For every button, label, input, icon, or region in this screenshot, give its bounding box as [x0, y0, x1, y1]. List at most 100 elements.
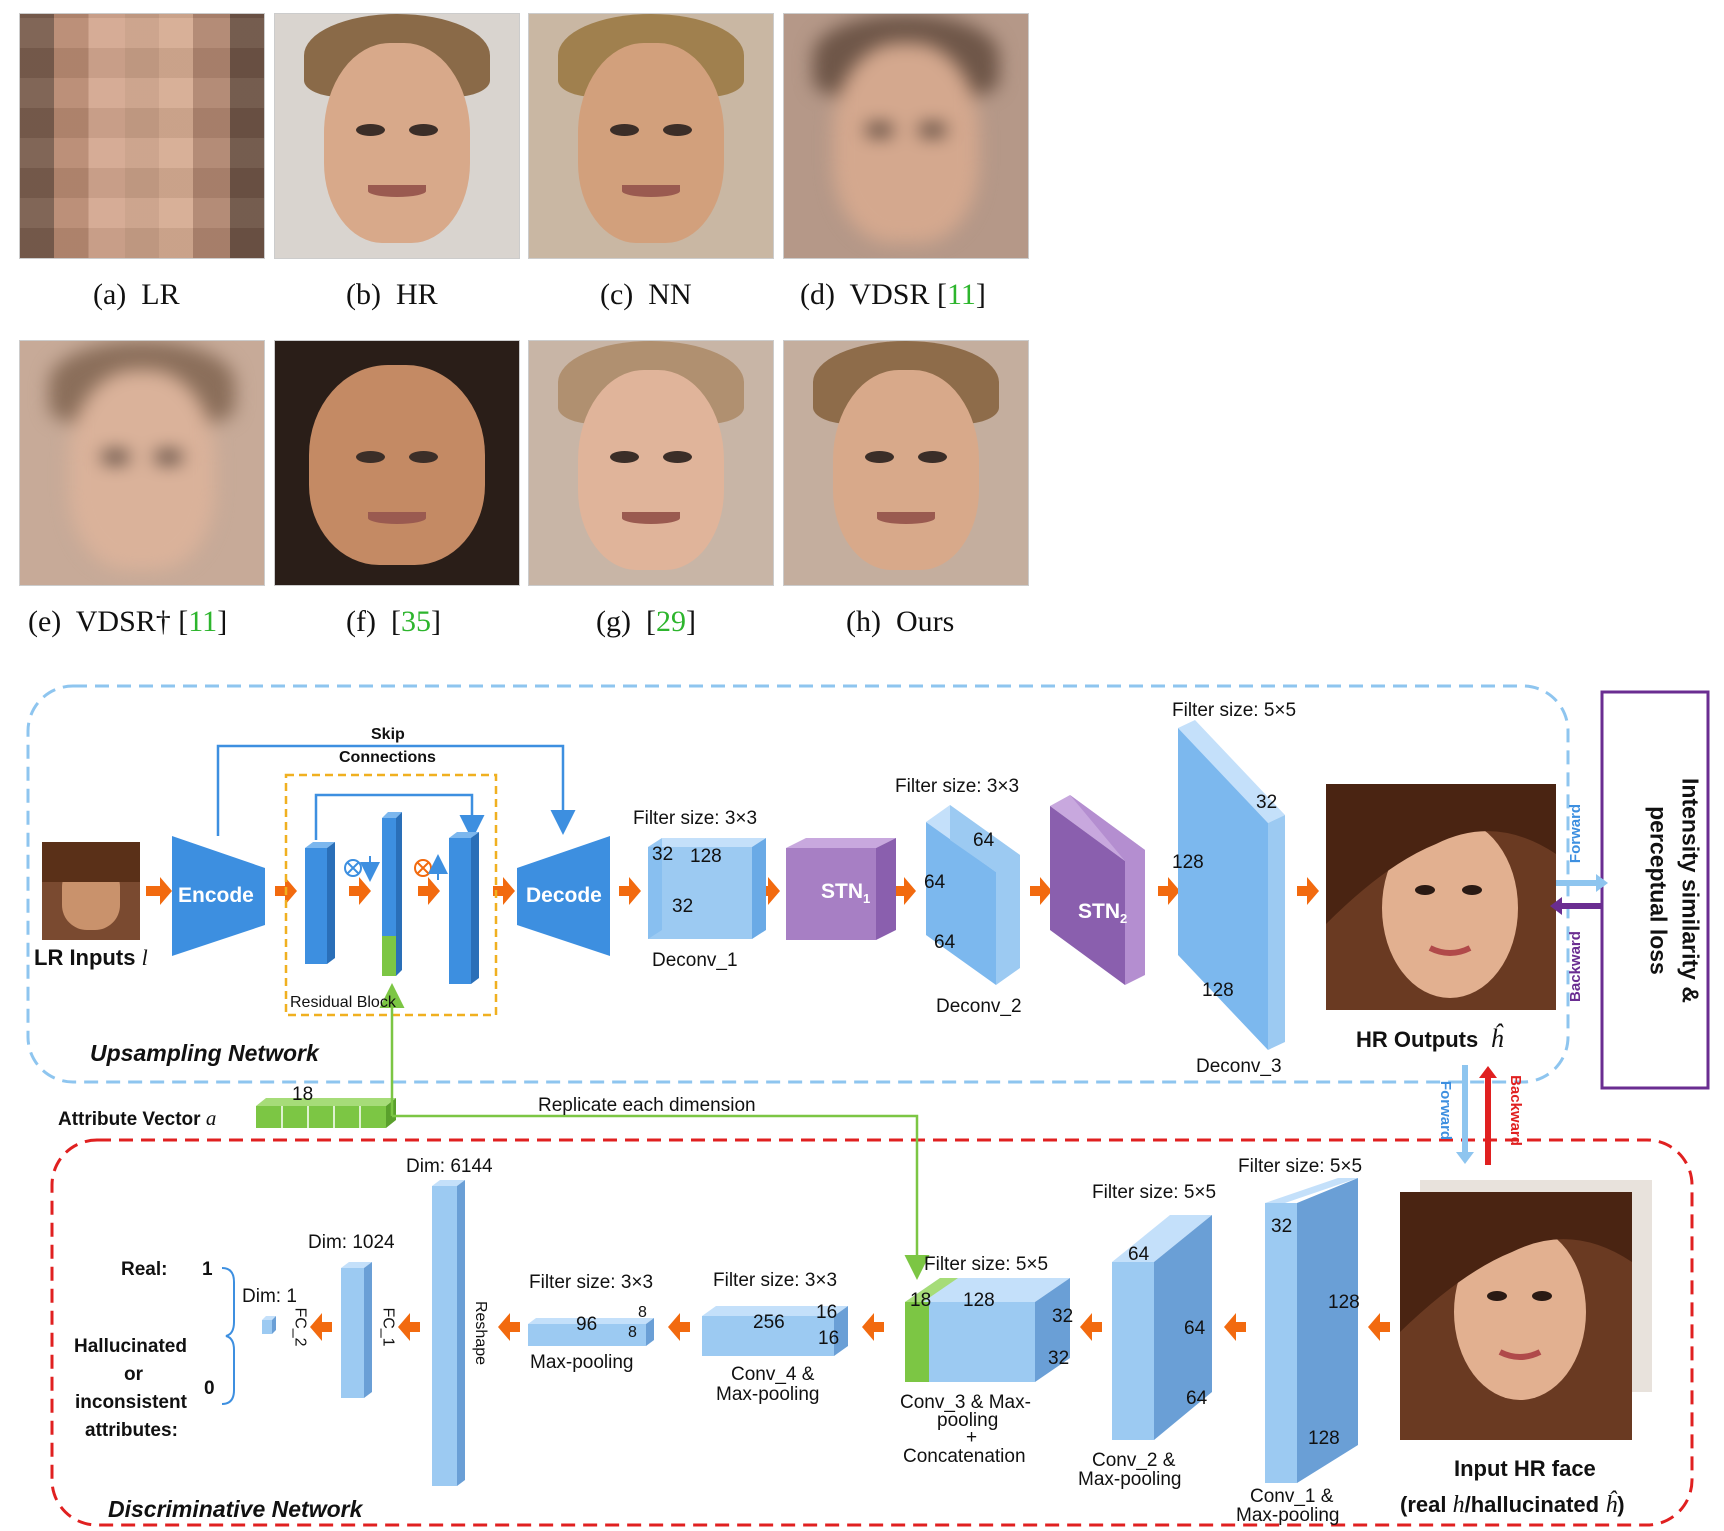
loss-box: [1600, 690, 1710, 1090]
conv3-dim0: 18: [910, 1290, 932, 1311]
stn1-block: [786, 838, 896, 940]
fake-label-1: Hallucinated: [74, 1336, 187, 1357]
conv3-name-4: Concatenation: [903, 1446, 1026, 1467]
attribute-vector-block: [256, 1098, 396, 1128]
caption-b: (b) HR: [346, 278, 438, 311]
replicate-label: Replicate each dimension: [538, 1095, 756, 1116]
conv1-name-2: Max-pooling: [1236, 1505, 1340, 1526]
deconv3-name: Deconv_3: [1196, 1056, 1282, 1077]
reshape-dim: Dim: 6144: [406, 1156, 493, 1177]
residual-conv-2: [382, 812, 402, 976]
deconv1-filter: Filter size: 3×3: [633, 808, 758, 829]
hr-output-image: [1326, 784, 1556, 1010]
stn1-label: STN1: [821, 880, 871, 907]
conv1-filter: Filter size: 5×5: [1238, 1156, 1363, 1177]
maxpool-dim1: 96: [576, 1314, 598, 1335]
deconv2-name: Deconv_2: [936, 996, 1022, 1017]
stn2-label: STN2: [1078, 900, 1128, 927]
deconv2-dim3: 64: [934, 932, 956, 953]
discriminative-border: [50, 1138, 1694, 1527]
deconv1-dim3: 32: [672, 896, 694, 917]
fake-label-4: attributes:: [85, 1420, 178, 1441]
real-value: 1: [202, 1259, 213, 1280]
deconv2-dim1: 64: [973, 830, 995, 851]
input-hr-face-image: [1400, 1180, 1652, 1440]
conv2-block: [1112, 1215, 1212, 1440]
deconv3-block: [1178, 720, 1285, 1050]
caption-f: (f) [35]: [346, 605, 441, 638]
conv4-name-2: Max-pooling: [716, 1384, 820, 1405]
fc2-block: [262, 1316, 276, 1334]
fake-label-3: inconsistent: [75, 1392, 187, 1413]
face-ours: [783, 340, 1029, 586]
stn2-block: [1050, 795, 1145, 985]
face-lr: [19, 13, 265, 259]
residual-op-icons: [344, 854, 448, 882]
caption-h: (h) Ours: [846, 605, 955, 638]
face-vdsr-dagger: [19, 340, 265, 586]
decode-label: Decode: [526, 884, 602, 907]
disc-arrows: [1456, 1065, 1497, 1165]
conv4-dim1: 256: [753, 1312, 785, 1333]
conv4-dim2: 16: [816, 1302, 838, 1323]
face-hr: [274, 13, 520, 259]
conv2-name-1: Conv_2 &: [1092, 1450, 1176, 1471]
attribute-vector-label: Attribute Vector a: [58, 1106, 217, 1130]
deconv3-dim3: 128: [1202, 980, 1234, 1001]
deconv1-dim1: 32: [652, 844, 674, 865]
fc1-dim: Dim: 1024: [308, 1232, 395, 1253]
conv3-block: [905, 1278, 1070, 1382]
conv4-dim3: 16: [818, 1328, 840, 1349]
residual-conv-3: [449, 832, 479, 984]
skip-connection-line: [216, 744, 576, 836]
conv2-dim2: 64: [1184, 1318, 1206, 1339]
input-hr-face-label-2: (real h/hallucinated ĥ): [1400, 1492, 1625, 1518]
input-hr-face-label-1: Input HR face: [1454, 1456, 1596, 1481]
conv2-filter: Filter size: 5×5: [1092, 1182, 1217, 1203]
caption-c: (c) NN: [600, 278, 692, 311]
fc1-block: [341, 1262, 372, 1398]
deconv2-dim2: 64: [924, 872, 946, 893]
conv1-dim1: 32: [1271, 1216, 1293, 1237]
skip-label-1: Skip: [371, 726, 405, 743]
deconv2-filter: Filter size: 3×3: [895, 776, 1020, 797]
caption-g: (g) [29]: [596, 605, 696, 638]
flow-arrows-discriminative: [310, 1313, 1390, 1341]
conv2-dim1: 64: [1128, 1244, 1150, 1265]
conv3-dim1: 128: [963, 1290, 995, 1311]
conv1-dim2: 128: [1328, 1292, 1360, 1313]
loss-forward-label: Forward: [1567, 803, 1585, 864]
deconv2-block: [926, 805, 1020, 985]
conv3-dim3: 32: [1048, 1348, 1070, 1369]
face-vdsr: [783, 13, 1029, 259]
decode-block: [517, 836, 610, 956]
maxpool-dim3: 8: [628, 1324, 637, 1341]
conv4-filter: Filter size: 3×3: [713, 1270, 838, 1291]
fc2-dim: Dim: 1: [242, 1286, 297, 1307]
conv3-name-2: pooling: [937, 1410, 999, 1431]
loss-arrows: [1550, 874, 1608, 915]
conv1-block: [1265, 1178, 1358, 1483]
deconv3-dim1: 32: [1256, 792, 1278, 813]
deconv1-dim2: 128: [690, 846, 722, 867]
conv3-name-3: +: [966, 1427, 978, 1448]
conv1-dim3: 128: [1308, 1428, 1340, 1449]
deconv1-name: Deconv_1: [652, 950, 738, 971]
deconv1-block: [648, 838, 766, 939]
fake-label-2: or: [124, 1364, 143, 1385]
conv3-name-1: Conv_3 & Max-: [900, 1392, 1031, 1413]
conv2-name-2: Max-pooling: [1078, 1469, 1182, 1490]
maxpool-block: [528, 1318, 654, 1346]
conv1-name-1: Conv_1 &: [1250, 1486, 1334, 1507]
face-nn: [528, 13, 774, 259]
conv4-block: [702, 1306, 848, 1356]
reshape-name: Reshape: [472, 1300, 490, 1366]
fc2-name: FC_2: [291, 1307, 309, 1347]
output-brace: [221, 1267, 235, 1405]
conv3-dim2: 32: [1052, 1306, 1074, 1327]
encode-block: [172, 836, 265, 956]
maxpool-dim2: 8: [638, 1304, 647, 1321]
lr-inputs-label: LR Inputs l: [34, 945, 148, 970]
conv3-filter: Filter size: 5×5: [924, 1254, 1049, 1275]
